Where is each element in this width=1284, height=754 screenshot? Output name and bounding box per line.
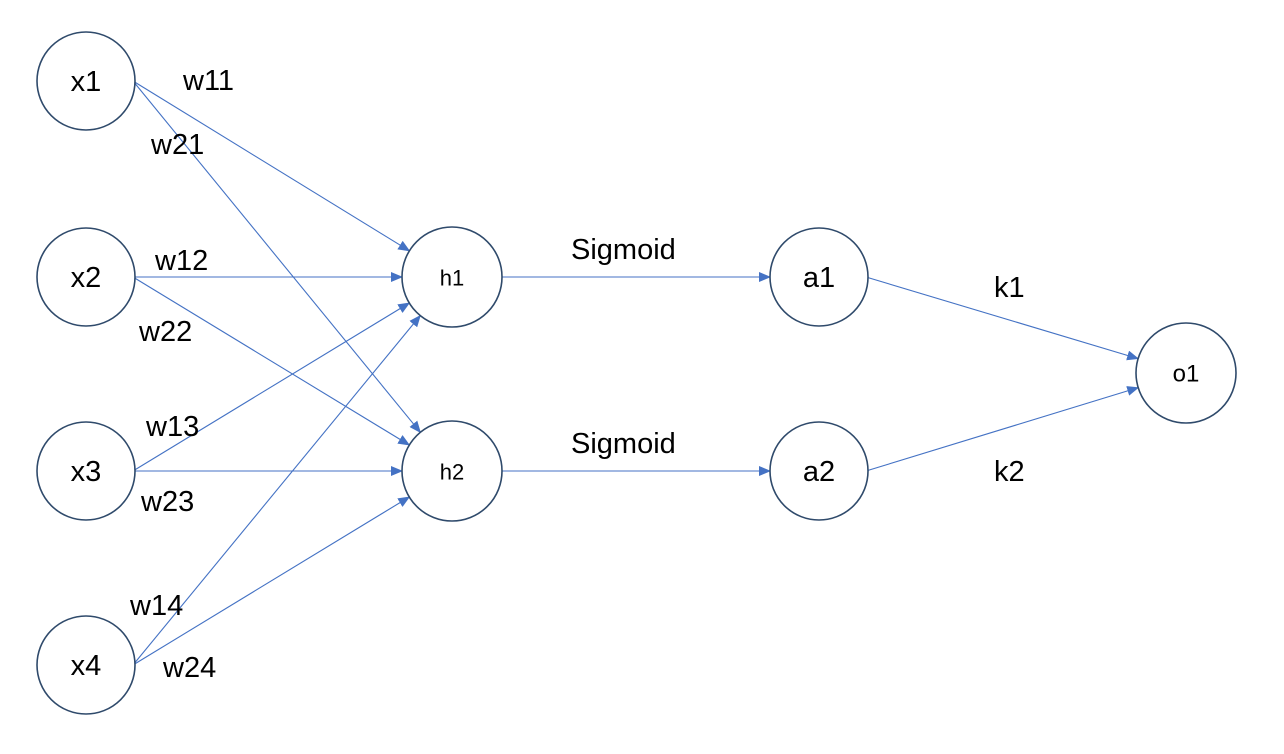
- edge-labels-layer: w11w21w12w22w13w23w14w24SigmoidSigmoidk1…: [129, 65, 1025, 684]
- node-label-a1: a1: [803, 262, 835, 294]
- edge-x1-h1: [132, 80, 411, 252]
- edge-x4-h2: [132, 496, 411, 666]
- node-label-x3: x3: [71, 456, 102, 488]
- edge-label-sigmoid: Sigmoid: [571, 428, 676, 460]
- node-label-h2: h2: [440, 460, 464, 485]
- edge-label-sigmoid: Sigmoid: [571, 234, 676, 266]
- node-circle-o1: [1135, 322, 1237, 424]
- edges-layer: [132, 80, 1140, 666]
- nodes-layer: x1 x2 x3 x4 h1 h2 a1 a2 o1: [36, 31, 1237, 715]
- node-circle-x1: [36, 31, 136, 131]
- edge-label-w13: w13: [145, 411, 199, 443]
- edge-label-w12: w12: [154, 245, 208, 277]
- node-circle-x4: [36, 615, 136, 715]
- edge-label-w22: w22: [138, 316, 192, 348]
- node-label-o1: o1: [1173, 361, 1200, 388]
- edge-x3-h1: [132, 302, 411, 472]
- edge-label-w23: w23: [140, 486, 194, 518]
- node-circle-a1: [769, 227, 869, 327]
- edge-a2-o1: [865, 386, 1140, 472]
- node-circle-a2: [769, 421, 869, 521]
- node-a1: a1: [769, 227, 869, 327]
- node-x3: x3: [36, 421, 136, 521]
- node-h2: h2: [401, 420, 503, 522]
- node-x2: x2: [36, 227, 136, 327]
- node-x1: x1: [36, 31, 136, 131]
- edge-label-w11: w11: [182, 65, 234, 97]
- node-circle-x2: [36, 227, 136, 327]
- node-a2: a2: [769, 421, 869, 521]
- edge-label-k2: k2: [994, 456, 1025, 488]
- node-label-x4: x4: [71, 650, 102, 682]
- edge-a1-o1: [865, 276, 1140, 361]
- node-circle-h1: [401, 226, 503, 328]
- edge-label-w14: w14: [129, 590, 183, 622]
- node-o1: o1: [1135, 322, 1237, 424]
- edge-label-w24: w24: [162, 652, 216, 684]
- node-label-a2: a2: [803, 456, 835, 488]
- node-circle-h2: [401, 420, 503, 522]
- edge-x4-h1: [132, 314, 421, 666]
- node-x4: x4: [36, 615, 136, 715]
- node-label-h1: h1: [440, 266, 464, 291]
- node-label-x1: x1: [71, 66, 102, 98]
- edge-label-w21: w21: [150, 129, 204, 161]
- edge-x2-h2: [132, 276, 411, 446]
- node-h1: h1: [401, 226, 503, 328]
- node-label-x2: x2: [71, 262, 102, 294]
- edge-label-k1: k1: [994, 272, 1025, 304]
- node-circle-x3: [36, 421, 136, 521]
